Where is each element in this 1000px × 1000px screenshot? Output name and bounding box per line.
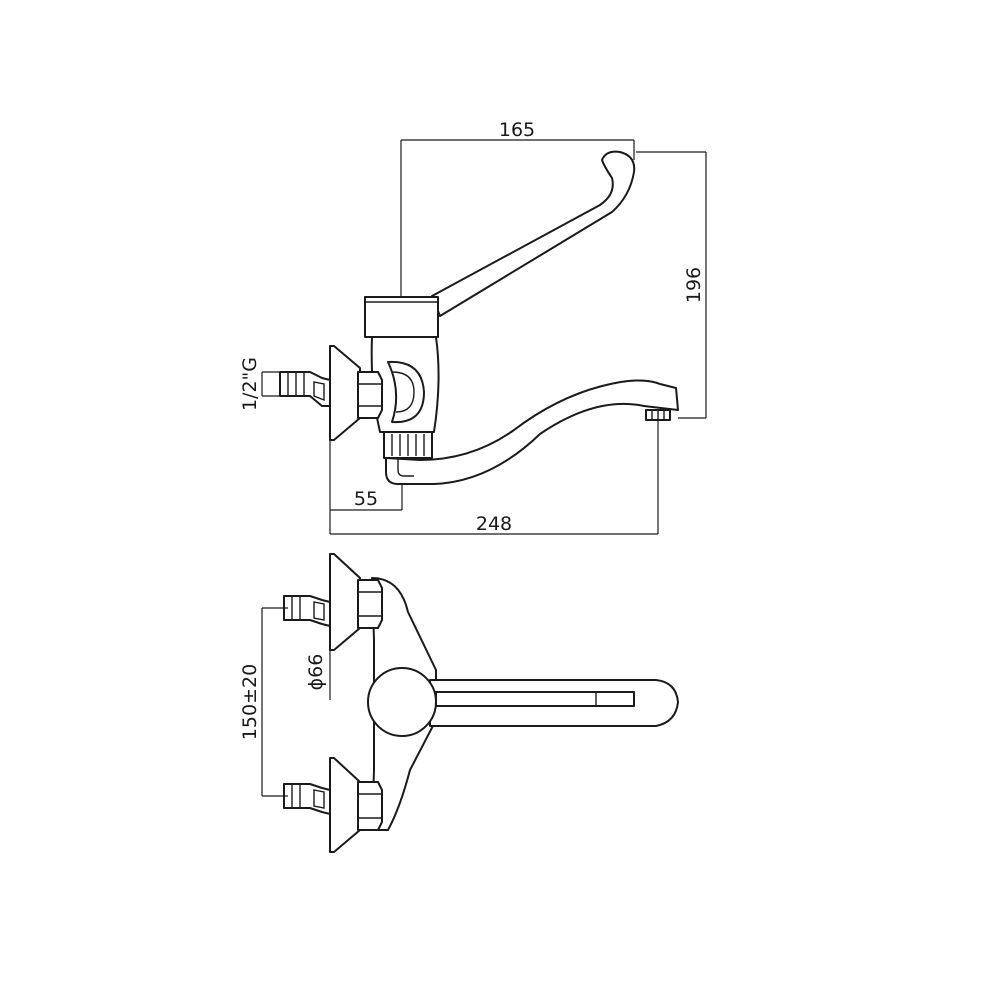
top-nut-lower [357, 781, 383, 831]
label-inlet-spacing: 150±20 [239, 664, 261, 740]
dimension-spout-offset: 55 [329, 440, 403, 534]
label-inlet-thread: 1/2"G [239, 357, 261, 411]
label-248: 248 [476, 513, 512, 535]
spout [385, 379, 679, 485]
dimension-inlet-thread: 1/2"G [239, 357, 290, 411]
body-ring [387, 360, 425, 424]
top-view: ϕ66 150±20 [239, 553, 679, 853]
wall-rosette [329, 345, 361, 441]
dimension-total-height: 196 [636, 151, 707, 419]
label-196: 196 [683, 267, 705, 303]
top-rosette-lower [329, 757, 361, 853]
label-55: 55 [354, 488, 378, 510]
label-165: 165 [499, 119, 535, 141]
lever-handle [431, 150, 636, 317]
dimension-inlet-spacing: 150±20 [239, 607, 288, 797]
top-lever [435, 691, 635, 707]
top-lever-head [367, 667, 437, 737]
top-nut-upper [357, 579, 383, 629]
label-rosette-diameter: ϕ66 [305, 654, 327, 691]
dimension-total-projection: 248 [330, 420, 659, 535]
dimension-handle-reach: 165 [400, 119, 635, 297]
top-inlet-lower [283, 783, 331, 815]
top-rosette-upper [329, 553, 361, 651]
side-view: 165 196 1/2"G 55 248 [239, 119, 707, 535]
top-inlet-upper [283, 595, 331, 627]
hex-nut [357, 371, 383, 419]
lever-head [364, 296, 439, 338]
dimension-rosette-diameter: ϕ66 [305, 650, 331, 700]
